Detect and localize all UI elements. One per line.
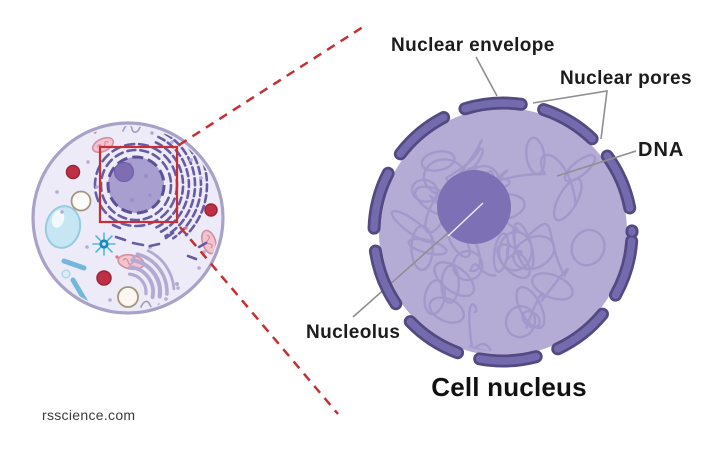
ribosome-dots bbox=[55, 131, 206, 302]
dna-label: DNA bbox=[638, 139, 684, 161]
zoom-callout-line-bottom bbox=[179, 226, 339, 415]
cell-overview-illustration bbox=[31, 121, 225, 315]
zoom-callout-line-top bbox=[178, 23, 367, 147]
lysosome-shapes bbox=[65, 164, 218, 286]
nucleolus-leader-highlight bbox=[447, 202, 484, 237]
zoom-region-box bbox=[98, 145, 179, 224]
vacuole-shape bbox=[44, 205, 82, 249]
cell-nucleus-shape bbox=[106, 155, 166, 215]
nuclear-pores-label: Nuclear pores bbox=[560, 68, 692, 89]
nuclear-envelope-label: Nuclear envelope bbox=[391, 35, 555, 56]
nuclear-envelope-segments bbox=[367, 96, 639, 368]
cell-nucleus-title: Cell nucleus bbox=[431, 372, 587, 402]
dna-leader-line bbox=[556, 150, 637, 177]
nucleolus-shape bbox=[437, 170, 511, 244]
nucleus-texture-dots bbox=[128, 162, 152, 202]
golgi-apparatus-shape bbox=[128, 249, 176, 300]
nuclear-envelope-leader-line bbox=[475, 56, 498, 97]
nuclear-pores-leader-lines bbox=[532, 90, 608, 140]
nucleolus-label: Nucleolus bbox=[306, 322, 400, 343]
vesicle-shape bbox=[117, 286, 139, 308]
centriole-shape bbox=[92, 232, 116, 256]
vesicle-shape bbox=[70, 190, 92, 212]
small-vesicle-shape bbox=[61, 269, 71, 279]
small-nucleolus-shape bbox=[114, 162, 134, 182]
nucleus-diagram: Nuclear envelope Nuclear pores DNA Nucle… bbox=[306, 35, 692, 402]
watermark-text: rsscience.com bbox=[42, 407, 135, 423]
